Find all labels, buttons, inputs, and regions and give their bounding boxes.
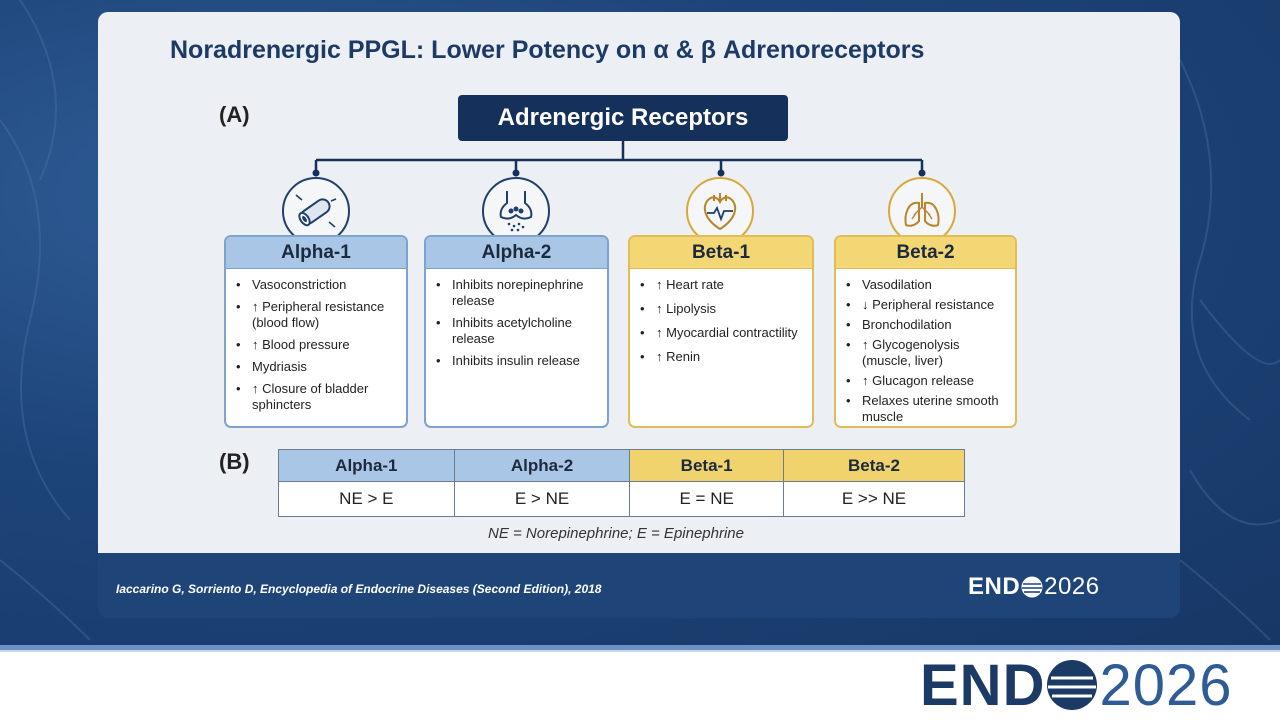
root-node-adrenergic-receptors: Adrenergic Receptors xyxy=(458,95,788,141)
table-cell: E > NE xyxy=(453,481,631,517)
effect-item: ↑ Glycogenolysis (muscle, liver) xyxy=(846,337,1007,369)
receptor-card-title: Alpha-1 xyxy=(226,237,406,269)
synapse-icon xyxy=(482,177,550,245)
abbreviation-footnote: NE = Norepinephrine; E = Epinephrine xyxy=(488,525,744,542)
effect-item: ↑ Blood pressure xyxy=(236,337,398,353)
receptor-card-alpha-1: Alpha-1 Vasoconstriction ↑ Peripheral re… xyxy=(224,235,408,428)
logo-text-bold: END xyxy=(968,573,1021,600)
effect-item: ↑ Glucagon release xyxy=(846,373,1007,389)
globe-icon xyxy=(1047,660,1098,710)
panel-b-label: (B) xyxy=(219,449,250,474)
effect-item: Inhibits norepinephrine release xyxy=(436,277,599,309)
effect-item: Mydriasis xyxy=(236,359,398,375)
footer-stripe-light xyxy=(0,650,1280,652)
logo-text-bold: END xyxy=(920,652,1046,718)
heart-icon xyxy=(686,177,754,245)
slide: Noradrenergic PPGL: Lower Potency on α &… xyxy=(98,12,1180,618)
receptor-card-beta-2: Beta-2 Vasodilation ↓ Peripheral resista… xyxy=(834,235,1017,428)
table-header-cell: Beta-1 xyxy=(629,449,784,482)
receptor-card-beta-1: Beta-1 ↑ Heart rate ↑ Lipolysis ↑ Myocar… xyxy=(628,235,814,428)
effect-item: Relaxes uterine smooth muscle xyxy=(846,393,1007,425)
effect-item: ↑ Myocardial contractility xyxy=(640,325,804,341)
table-cell: E >> NE xyxy=(782,481,966,517)
globe-icon xyxy=(1021,576,1043,598)
effect-item: Inhibits insulin release xyxy=(436,353,599,369)
effect-item: Bronchodilation xyxy=(846,317,1007,333)
table-cell: E = NE xyxy=(629,481,784,517)
effect-item: ↑ Peripheral resistance (blood flow) xyxy=(236,299,398,331)
effect-item: ↑ Heart rate xyxy=(640,277,804,293)
logo-text-year: 2026 xyxy=(1099,652,1233,718)
effect-item: ↑ Closure of bladder sphincters xyxy=(236,381,398,413)
potency-table: Alpha-1 Alpha-2 Beta-1 Beta-2 NE > E E >… xyxy=(278,449,966,517)
receptor-card-title: Alpha-2 xyxy=(426,237,607,269)
effect-item: ↓ Peripheral resistance xyxy=(846,297,1007,313)
effect-item: Vasodilation xyxy=(846,277,1007,293)
receptor-card-title: Beta-2 xyxy=(836,237,1015,269)
footer-stripe xyxy=(0,645,1280,650)
slide-title: Noradrenergic PPGL: Lower Potency on α &… xyxy=(170,36,925,64)
table-header-row: Alpha-1 Alpha-2 Beta-1 Beta-2 xyxy=(278,449,966,482)
blood-vessel-constriction-icon xyxy=(282,177,350,245)
table-header-cell: Alpha-1 xyxy=(278,449,455,482)
table-cell: NE > E xyxy=(278,481,455,517)
table-header-cell: Alpha-2 xyxy=(453,449,631,482)
lungs-icon xyxy=(888,177,956,245)
slide-endo-logo: END 2026 xyxy=(968,573,1100,600)
panel-a-label: (A) xyxy=(219,102,250,127)
table-header-cell: Beta-2 xyxy=(782,449,966,482)
citation: Iaccarino G, Sorriento D, Encyclopedia o… xyxy=(116,582,602,596)
effect-item: ↑ Lipolysis xyxy=(640,301,804,317)
effect-item: Vasoconstriction xyxy=(236,277,398,293)
receptor-card-alpha-2: Alpha-2 Inhibits norepinephrine release … xyxy=(424,235,609,428)
effect-item: ↑ Renin xyxy=(640,349,804,365)
tree-connectors xyxy=(312,141,926,177)
slide-content: Noradrenergic PPGL: Lower Potency on α &… xyxy=(98,12,1180,553)
effect-item: Inhibits acetylcholine release xyxy=(436,315,599,347)
table-row: NE > E E > NE E = NE E >> NE xyxy=(278,481,966,517)
logo-text-year: 2026 xyxy=(1044,573,1100,600)
receptor-card-title: Beta-1 xyxy=(630,237,812,269)
footer-endo-logo: END 2026 xyxy=(920,653,1233,718)
